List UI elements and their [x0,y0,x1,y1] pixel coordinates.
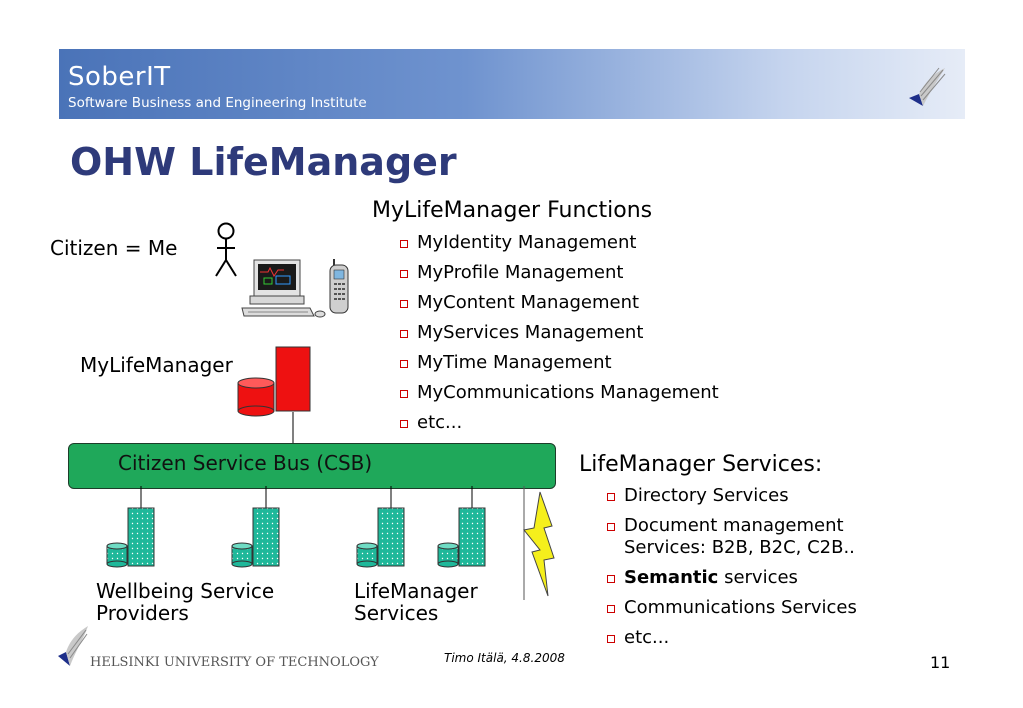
semantic-emphasis: Semantic [624,567,719,588]
server-icon [437,486,486,568]
citizen-label: Citizen = Me [50,236,178,260]
page-number: 11 [930,653,951,672]
university-name: HELSINKI UNIVERSITY OF TECHNOLOGY [90,655,379,670]
wellbeing-label-line2: Providers [96,601,189,625]
citizen-service-bus [68,443,556,489]
server-icon [356,486,405,568]
university-logo-icon [909,67,946,106]
lightning-icon [523,486,555,600]
csb-label: Citizen Service Bus (CSB) [118,451,373,475]
list-item: MyServices Management [397,322,719,352]
list-item: MyTime Management [397,352,719,382]
wellbeing-providers-label: Wellbeing Service Providers [96,580,274,624]
list-item: Communications Services [604,597,857,619]
list-item: Semantic services [604,567,857,589]
list-item: MyContent Management [397,292,719,322]
lifemanager-label-line2: Services [354,601,439,625]
lifemanager-label-line1: LifeManager [354,579,478,603]
services-heading: LifeManager Services: [579,452,823,477]
mylifemanager-server-icon [237,346,311,443]
list-item: MyIdentity Management [397,232,719,262]
computer-icon [241,259,326,318]
footer-logo-icon [58,626,88,666]
slide-title: OHW LifeManager [70,140,457,184]
wellbeing-label-line1: Wellbeing Service [96,579,275,603]
lifemanager-services-label: LifeManager Services [354,580,478,624]
mobile-phone-icon [329,259,349,314]
list-item: Directory Services [604,485,857,507]
person-icon [215,222,237,277]
brand-name: SoberIT [68,62,171,92]
server-icon [231,486,280,568]
service-servers-group [106,486,486,568]
list-item: etc... [604,627,857,649]
brand-subtitle: Software Business and Engineering Instit… [68,95,367,111]
author-date: Timo Itälä, 4.8.2008 [444,651,565,665]
list-item: MyCommunications Management [397,382,719,412]
functions-list: MyIdentity Management MyProfile Manageme… [397,232,719,442]
server-icon [106,486,155,568]
document-line2: Services: B2B, B2C, C2B.. [624,537,855,558]
list-item: etc... [397,412,719,442]
mylifemanager-label: MyLifeManager [80,353,233,377]
header-banner [59,49,965,119]
functions-heading: MyLifeManager Functions [372,198,653,223]
list-item: MyProfile Management [397,262,719,292]
